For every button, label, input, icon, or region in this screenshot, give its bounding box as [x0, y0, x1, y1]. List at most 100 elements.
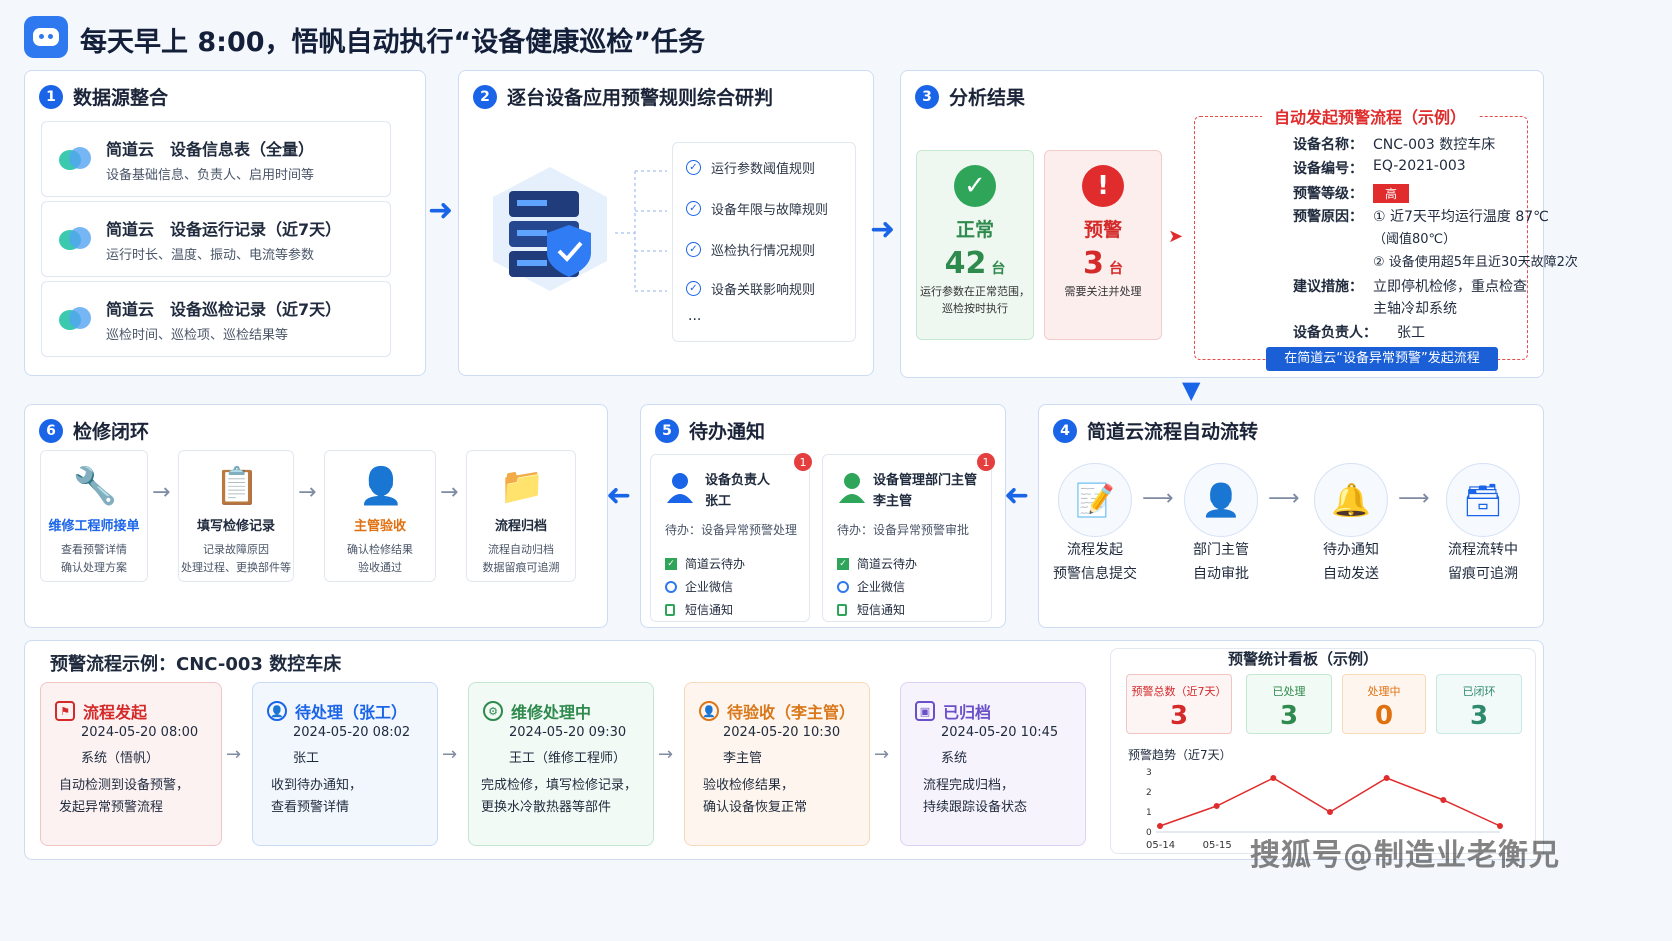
- example-desc-1: 流程完成归档，: [923, 778, 1015, 793]
- channel-jiandaoyun: ✓简道云待办: [665, 555, 745, 572]
- rule-label: 巡检执行情况规则: [711, 244, 816, 259]
- stat-label: 已闭环: [1462, 685, 1496, 698]
- level-row: 预警等级：高: [1293, 183, 1410, 203]
- flow-step: 流程流转中留痕可追溯: [1413, 538, 1553, 586]
- flag-icon: ⚑: [55, 701, 75, 721]
- sms-icon: [837, 603, 847, 616]
- check-circle-icon: ✓: [686, 160, 701, 175]
- step-desc-2: 处理过程、更换部件等: [181, 561, 291, 574]
- todo-card[interactable]: 设备负责人张工 待办：设备异常预警处理 ✓简道云待办 企业微信 短信通知: [650, 454, 810, 622]
- channel-sms: 短信通知: [837, 601, 905, 618]
- y-tick-label: 0: [1146, 828, 1152, 838]
- arrow-left-icon: ➜: [1004, 478, 1030, 513]
- step-desc: 确认检修结果验收通过: [325, 541, 435, 577]
- source-card[interactable]: 简道云 设备巡检记录（近7天） 巡检时间、巡检项、巡检结果等: [41, 281, 391, 357]
- arrow-right-icon: ➤: [1168, 226, 1184, 247]
- trend-point: [1213, 803, 1220, 809]
- example-step-desc: 完成检修，填写检修记录，更换水冷散热器等部件: [481, 775, 637, 819]
- example-step-title: 流程发起: [83, 703, 148, 722]
- kv-key: 设备名称：: [1293, 137, 1363, 153]
- source-subtitle: 设备基础信息、负责人、启用时间等: [106, 168, 315, 183]
- warning-label: 预警: [1083, 219, 1122, 241]
- arrow-right-icon: →: [442, 744, 458, 765]
- alert-flow-title: 自动发起预警流程（示例）: [1262, 104, 1479, 128]
- flow-step: 待办通知自动发送: [1281, 538, 1421, 586]
- reason-2: ② 设备使用超5年且近30天故障2次: [1373, 255, 1578, 270]
- arrow-right-icon: →: [440, 480, 459, 505]
- example-desc-1: 验收检修结果，: [703, 778, 795, 793]
- advice-row: 建议措施：立即停机检修，重点检查: [1293, 276, 1527, 296]
- kv-value: 立即停机检修，重点检查: [1373, 279, 1527, 295]
- rules-card: [672, 142, 856, 342]
- arrow-right-icon: →: [298, 480, 317, 505]
- reason-threshold: （阈值80℃）: [1373, 232, 1457, 247]
- example-step-time: 2024-05-20 09:30: [509, 725, 627, 740]
- example-step-title: 维修处理中: [511, 703, 592, 722]
- flow-step-desc: 预警信息提交: [1053, 566, 1137, 582]
- x-tick-label: 05-15: [1203, 840, 1232, 851]
- example-step-actor: 系统（悟帆）: [81, 751, 160, 766]
- step-desc-1: 确认检修结果: [347, 543, 413, 556]
- gear-icon: ⚙: [483, 701, 503, 721]
- notification-badge: 1: [977, 453, 995, 471]
- todo-recipient: 设备管理部门主管李主管: [873, 470, 977, 512]
- user-icon: 👤: [699, 701, 719, 721]
- user-avatar-icon: [667, 473, 693, 503]
- jiandaoyun-logo-icon: [59, 227, 91, 250]
- folder-icon: 📁: [499, 466, 545, 507]
- stat-label: 已处理: [1272, 685, 1306, 698]
- example-step-header: ▣已归档: [915, 699, 991, 723]
- source-card[interactable]: 简道云 设备信息表（全量） 设备基础信息、负责人、启用时间等: [41, 121, 391, 197]
- flow-step-desc: 自动审批: [1193, 566, 1249, 582]
- example-step-actor: 张工: [293, 751, 320, 766]
- todo-card[interactable]: 设备管理部门主管李主管 待办：设备异常预警审批 ✓简道云待办 企业微信 短信通知: [822, 454, 992, 622]
- check-icon: ✓: [954, 165, 996, 207]
- start-flow-button[interactable]: 在简道云“设备异常预警”发起流程: [1266, 347, 1498, 371]
- kv-key: 预警等级：: [1293, 186, 1363, 202]
- kv-key: 设备负责人：: [1293, 325, 1377, 341]
- arrow-right-icon: →: [152, 480, 171, 505]
- example-step-title: 已归档: [943, 703, 992, 722]
- example-step-time: 2024-05-20 08:00: [81, 725, 199, 740]
- arrow-right-icon: ⟶: [1398, 486, 1430, 511]
- example-step-time: 2024-05-20 10:30: [723, 725, 841, 740]
- channel-sms: 短信通知: [665, 601, 733, 618]
- normal-label: 正常: [955, 219, 994, 241]
- example-desc-2: 查看预警详情: [271, 800, 350, 815]
- channel-wecom: 企业微信: [837, 578, 905, 595]
- form-submit-icon: 📝: [1058, 463, 1132, 537]
- repair-step: 👤 主管验收 确认检修结果验收通过: [324, 450, 436, 582]
- trend-point: [1440, 797, 1447, 803]
- check-circle-icon: ✓: [686, 201, 701, 216]
- trend-point: [1270, 775, 1277, 781]
- example-desc-2: 持续跟踪设备状态: [923, 800, 1028, 815]
- owner-row: 设备负责人： 张工: [1293, 322, 1425, 342]
- rule-label: 设备关联影响规则: [711, 283, 816, 298]
- user-avatar-icon: [839, 473, 865, 503]
- rule-item: ✓运行参数阈值规则: [686, 158, 815, 177]
- step-desc: 流程自动归档数据留痕可追溯: [467, 541, 575, 577]
- device-name-row: 设备名称： CNC-003 数控车床: [1293, 134, 1495, 154]
- robot-icon: [24, 16, 68, 58]
- step-name: 流程归档: [494, 519, 547, 534]
- example-desc-1: 收到待办通知，: [271, 778, 363, 793]
- step-desc-1: 流程自动归档: [488, 543, 554, 556]
- kv-key: 预警原因：: [1293, 209, 1363, 225]
- normal-desc: 运行参数在正常范围， 巡检按时执行: [920, 285, 1030, 315]
- example-step-desc: 验收检修结果，确认设备恢复正常: [703, 775, 807, 819]
- flow-step-desc: 留痕可追溯: [1448, 566, 1518, 582]
- rule-item: ✓巡检执行情况规则: [686, 240, 815, 259]
- kv-value: CNC-003 数控车床: [1373, 137, 1496, 153]
- example-step-title: 待处理（张工）: [295, 703, 408, 722]
- page-title: 每天早上 8:00，悟帆自动执行“设备健康巡检”任务: [80, 27, 706, 58]
- example-step-header: ⚙ 维修处理中: [483, 699, 591, 723]
- arrow-right-icon: →: [226, 744, 242, 765]
- channel-label: 短信通知: [857, 603, 906, 617]
- channel-label: 企业微信: [857, 580, 906, 594]
- warning-count: 3: [1083, 246, 1104, 281]
- kv-value: 张工: [1397, 325, 1425, 341]
- source-card[interactable]: 简道云 设备运行记录（近7天） 运行时长、温度、振动、电流等参数: [41, 201, 391, 277]
- kv-key: 设备编号：: [1293, 161, 1363, 177]
